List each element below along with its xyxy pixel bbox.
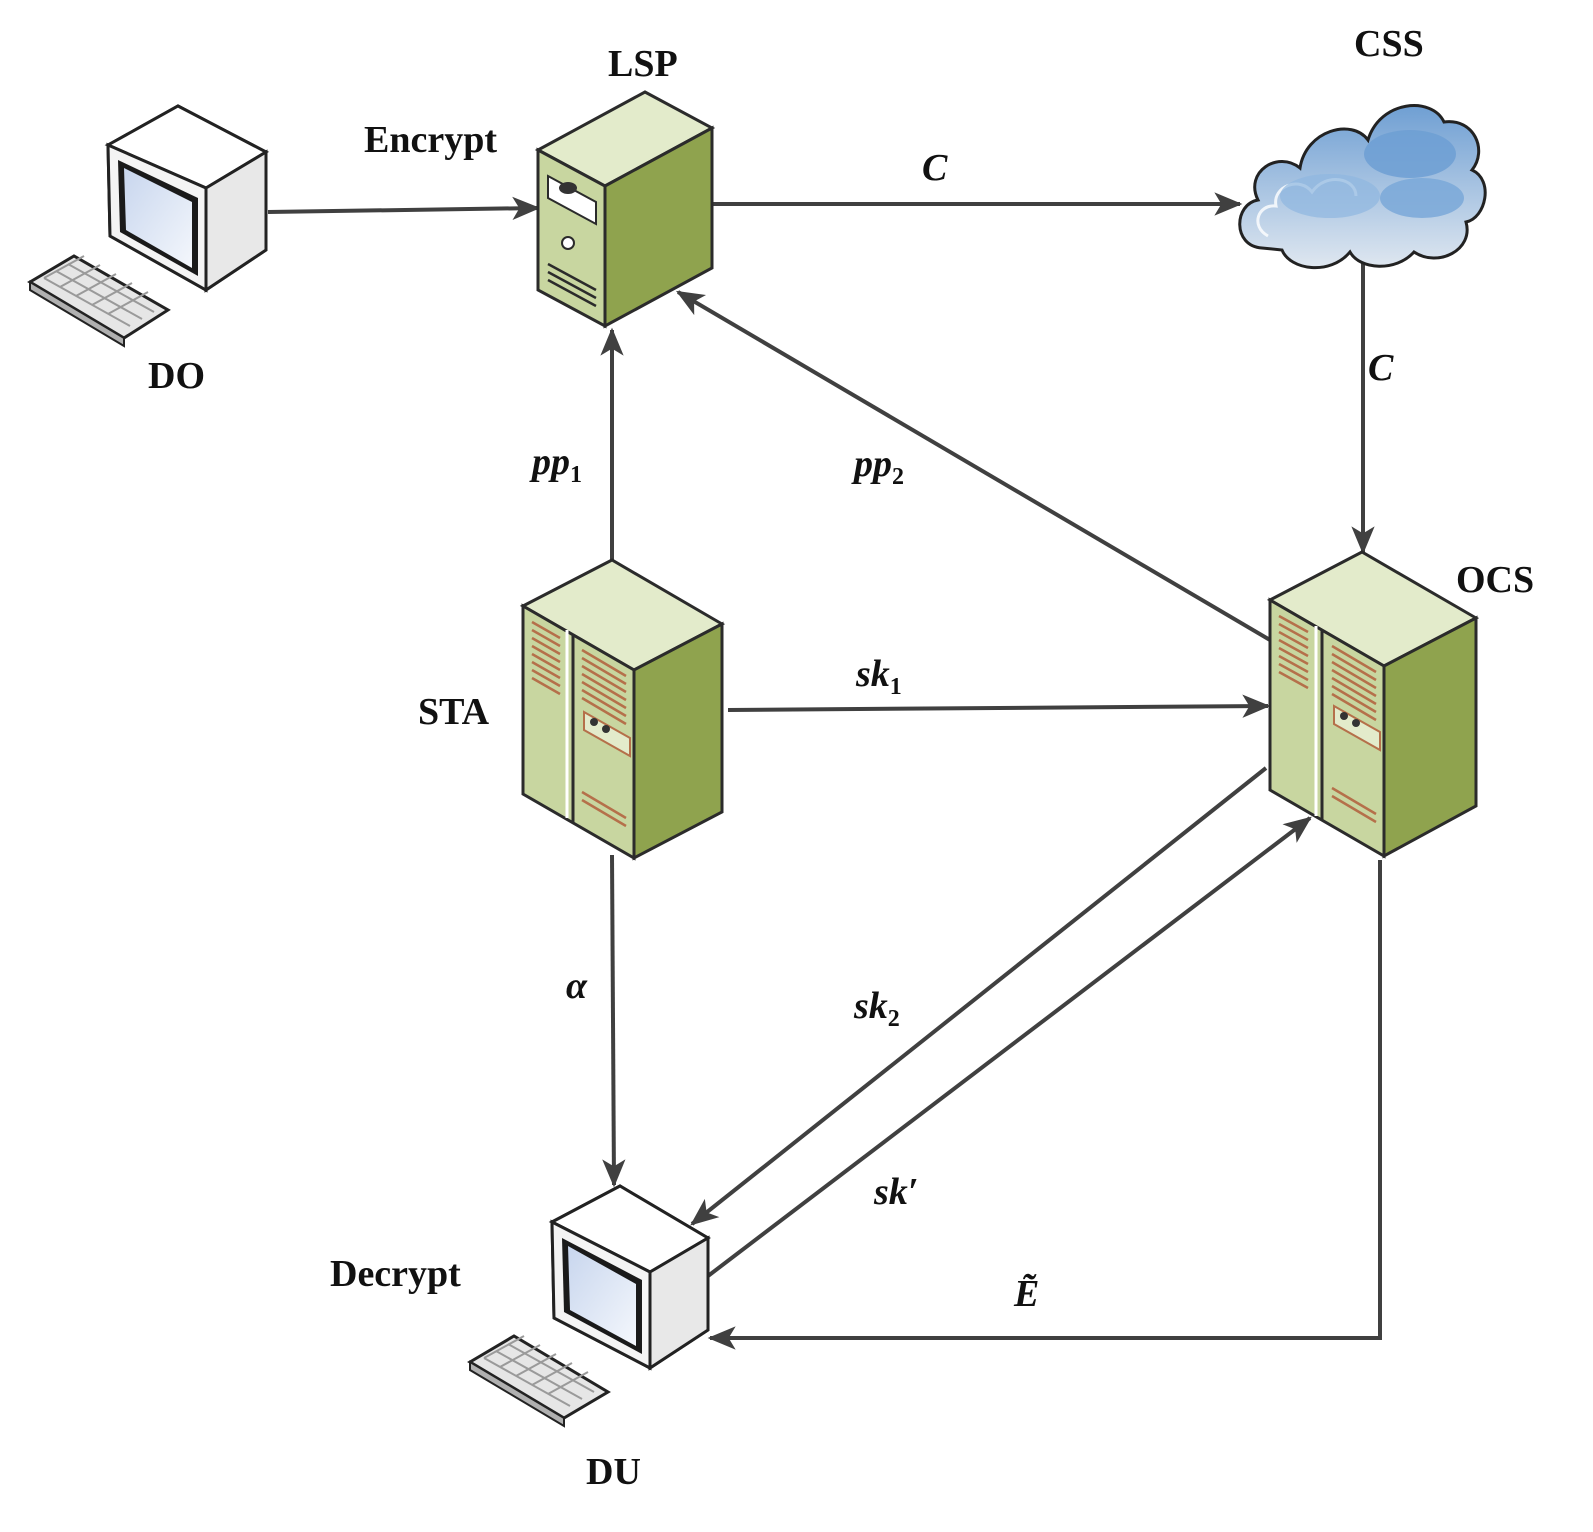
lsp-action-label: Encrypt: [364, 119, 497, 161]
do-label: DO: [148, 355, 205, 397]
cloud-icon: [1238, 104, 1487, 269]
edge-do-lsp: [267, 196, 541, 221]
sta-label: STA: [418, 691, 490, 733]
edge-sta-ocs: [727, 694, 1271, 718]
edge-label-ocs-du-result: Ẽ: [1013, 1273, 1039, 1315]
lsp-server-icon: [534, 90, 716, 329]
edge-du-ocs: [706, 816, 1312, 1278]
edge-label-ocs-du: sk2: [853, 985, 900, 1032]
edge-ocs-du-result: [707, 860, 1382, 1350]
du-action-label: Decrypt: [330, 1253, 461, 1295]
du-computer-icon: [467, 1184, 711, 1428]
edge-label-ocs-lsp: pp2: [851, 443, 904, 490]
edge-sta-du: [602, 854, 626, 1188]
edge-label-du-ocs: sk′: [873, 1171, 918, 1213]
edge-label-sta-du: α: [566, 965, 588, 1007]
du-label: DU: [586, 1451, 641, 1493]
edge-ocs-du: [690, 766, 1268, 1226]
edge-label-css-ocs: C: [1368, 347, 1394, 389]
css-label: CSS: [1354, 23, 1424, 65]
edge-label-lsp-css: C: [922, 147, 948, 189]
edge-ocs-lsp: [675, 290, 1272, 642]
do-computer-icon: [27, 104, 270, 348]
lsp-label: LSP: [608, 43, 678, 85]
edges: [267, 192, 1382, 1350]
sta-server-icon: [519, 558, 726, 861]
edge-label-sta-ocs: sk1: [855, 653, 902, 700]
ocs-label: OCS: [1456, 559, 1534, 601]
edge-label-sta-lsp: pp1: [529, 441, 582, 488]
ocs-server-icon: [1266, 550, 1480, 859]
